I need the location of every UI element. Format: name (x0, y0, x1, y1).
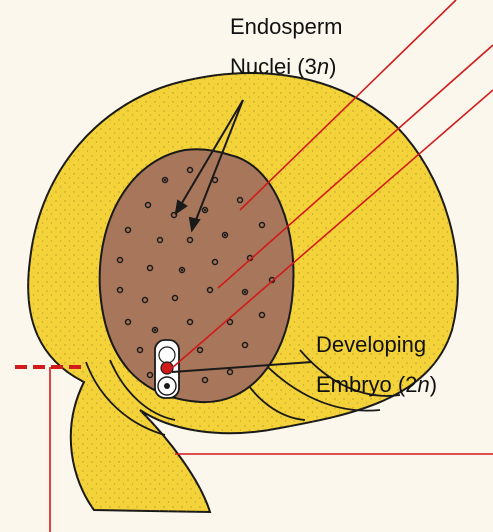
developing-embryo (155, 340, 179, 398)
endosperm-label-line1: Endosperm (230, 14, 343, 39)
embryo-label-line2: Embryo (2n) (316, 372, 437, 397)
embryo-label-line1: Developing (316, 332, 426, 357)
endosperm-label-line2: Nuclei (3n) (230, 54, 336, 79)
